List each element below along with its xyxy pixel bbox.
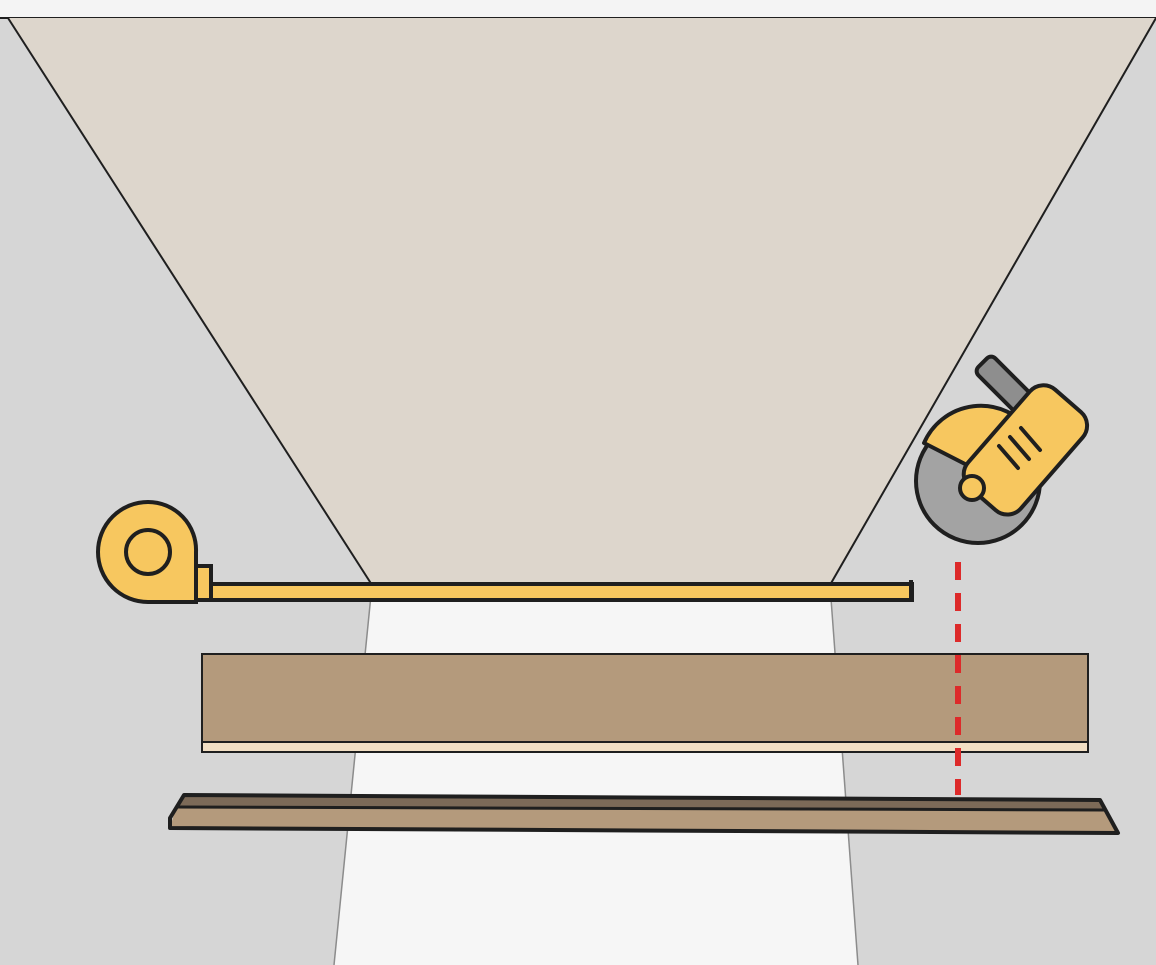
board-top-face — [201, 653, 1089, 743]
board-edge-strip — [201, 741, 1089, 753]
funnel-right-edge — [829, 17, 1156, 586]
grinder-grip-line-2 — [1008, 435, 1031, 461]
grinder-grip-line-1 — [997, 444, 1020, 470]
floor-path — [334, 585, 858, 965]
floor-path-right-edge — [829, 584, 859, 965]
angle-grinder-icon — [914, 354, 1090, 545]
base-rail-body — [170, 807, 1118, 833]
ceiling-funnel — [8, 18, 1156, 585]
base-rail-crease — [175, 805, 1105, 812]
grinder-body — [961, 383, 1090, 517]
floor-board — [201, 653, 1089, 753]
grinder-spindle — [958, 474, 986, 502]
tape-reel-ring — [124, 528, 172, 576]
base-rail — [168, 793, 1120, 835]
tape-housing — [96, 499, 199, 604]
tape-blade — [193, 582, 914, 602]
base-rail-outline — [168, 793, 1120, 835]
floor-path-left-edge — [333, 584, 373, 965]
grinder-grip-line-3 — [1019, 426, 1042, 452]
tape-measure-icon — [96, 499, 914, 604]
funnel-left-edge — [7, 17, 373, 586]
